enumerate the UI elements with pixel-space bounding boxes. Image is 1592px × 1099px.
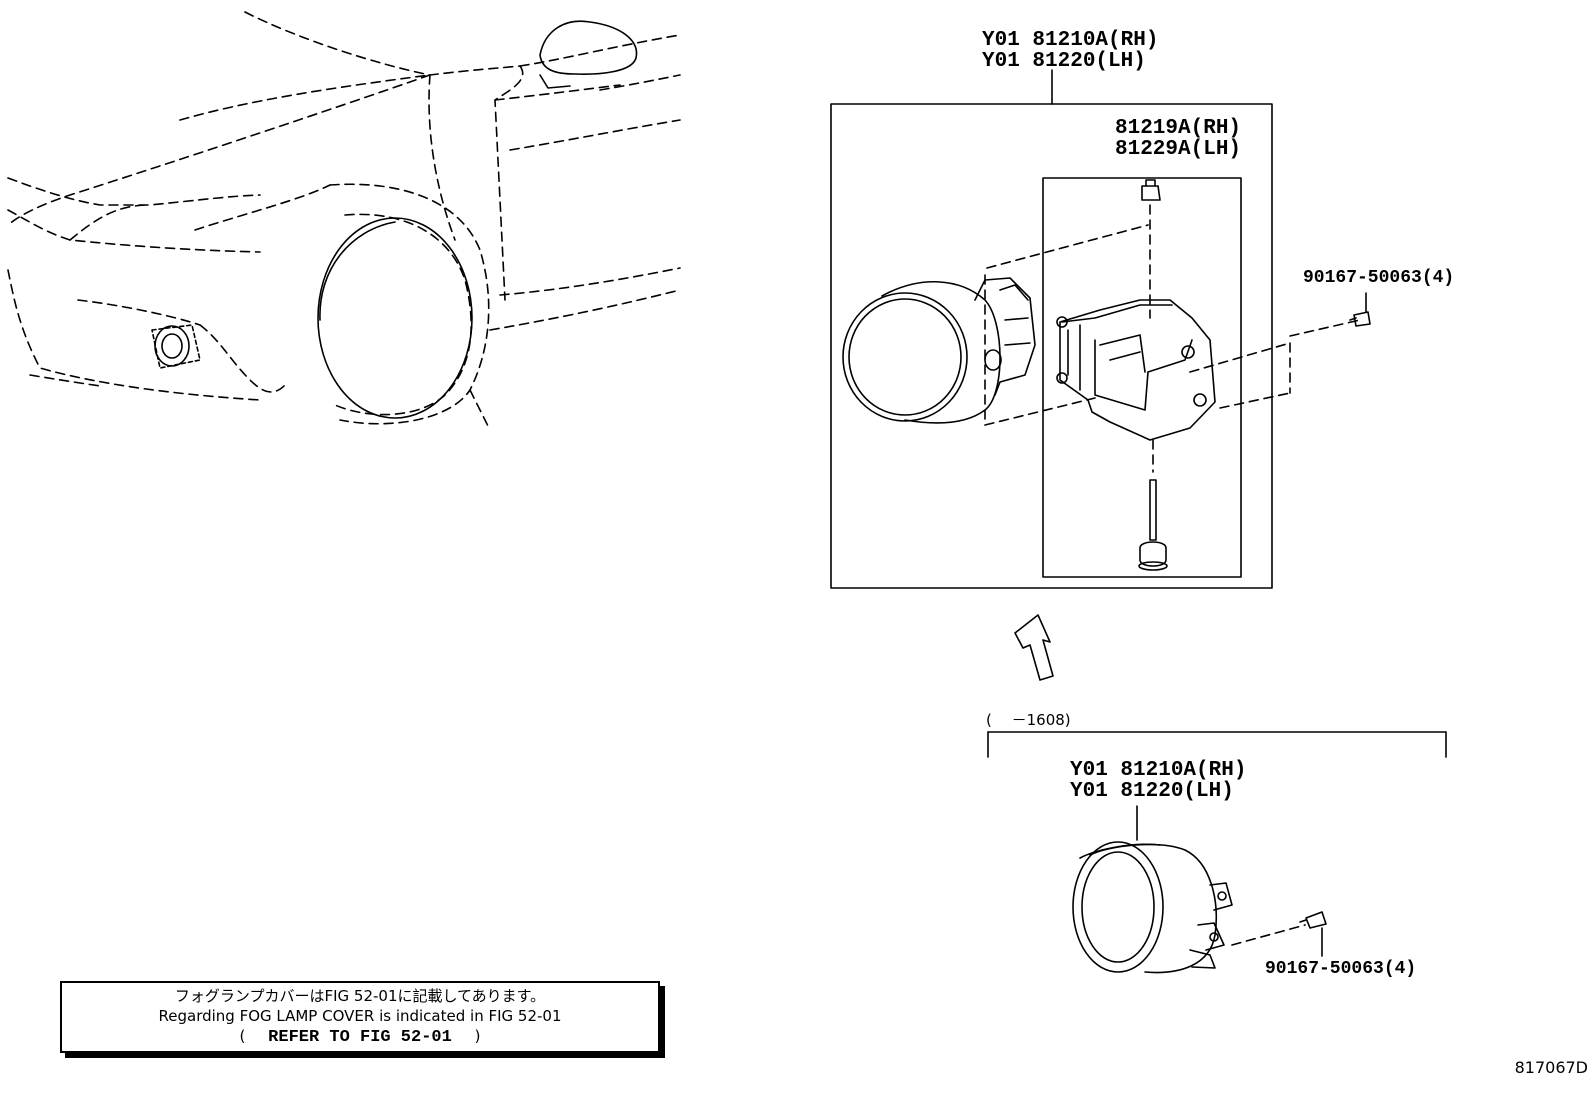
variant-bracket <box>987 731 1447 758</box>
side-mirror <box>539 20 638 89</box>
bracket-part-rh: 81219A(RH) <box>1115 117 1242 140</box>
assembly-part-rh: Y01 81210A(RH) <box>982 29 1159 52</box>
fog-lamp-location <box>151 324 201 369</box>
variant-part-rh: Y01 81210A(RH) <box>1070 759 1247 782</box>
screw-top-label: 90167-50063(4) <box>1303 268 1455 288</box>
note-line-reference: ( REFER TO FIG 52-01 ) <box>62 1026 658 1048</box>
note-paren-close: ) <box>474 1027 481 1045</box>
vehicle-outline <box>7 11 681 431</box>
note-paren-open: ( <box>239 1027 246 1045</box>
screw-top-part <box>1349 292 1371 327</box>
note-refer-link[interactable]: REFER TO FIG 52-01 <box>268 1028 452 1047</box>
screw-variant-label: 90167-50063(4) <box>1265 959 1417 979</box>
assembly-dash-lines <box>984 204 1361 473</box>
screw-variant-part <box>1299 911 1327 957</box>
bracket-part <box>1056 299 1216 441</box>
fog-lamp-unit <box>842 277 1036 424</box>
note-line-english: Regarding FOG LAMP COVER is indicated in… <box>158 1007 562 1025</box>
direction-arrow-icon <box>1014 614 1054 681</box>
variant-part-lh: Y01 81220(LH) <box>1070 780 1234 803</box>
variant-range: ( －1608) <box>986 711 1071 729</box>
assembly-part-lh: Y01 81220(LH) <box>982 50 1146 73</box>
fog-lamp-cover-note: フォグランプカバーはFIG 52-01に記載してあります。 Regarding … <box>60 981 660 1053</box>
fog-lamp-variant <box>1072 841 1233 974</box>
figure-code: 817067D <box>1514 1058 1588 1077</box>
variant-dash-line <box>1231 924 1306 946</box>
note-line-japanese: フォグランプカバーはFIG 52-01に記載してあります。 <box>174 987 546 1005</box>
adjusting-screw <box>1138 479 1168 571</box>
bracket-box <box>1042 177 1242 578</box>
assembly-box <box>830 103 1273 589</box>
front-wheel <box>317 217 473 419</box>
bracket-part-lh: 81229A(LH) <box>1115 138 1242 161</box>
clip-nut <box>1141 179 1161 201</box>
